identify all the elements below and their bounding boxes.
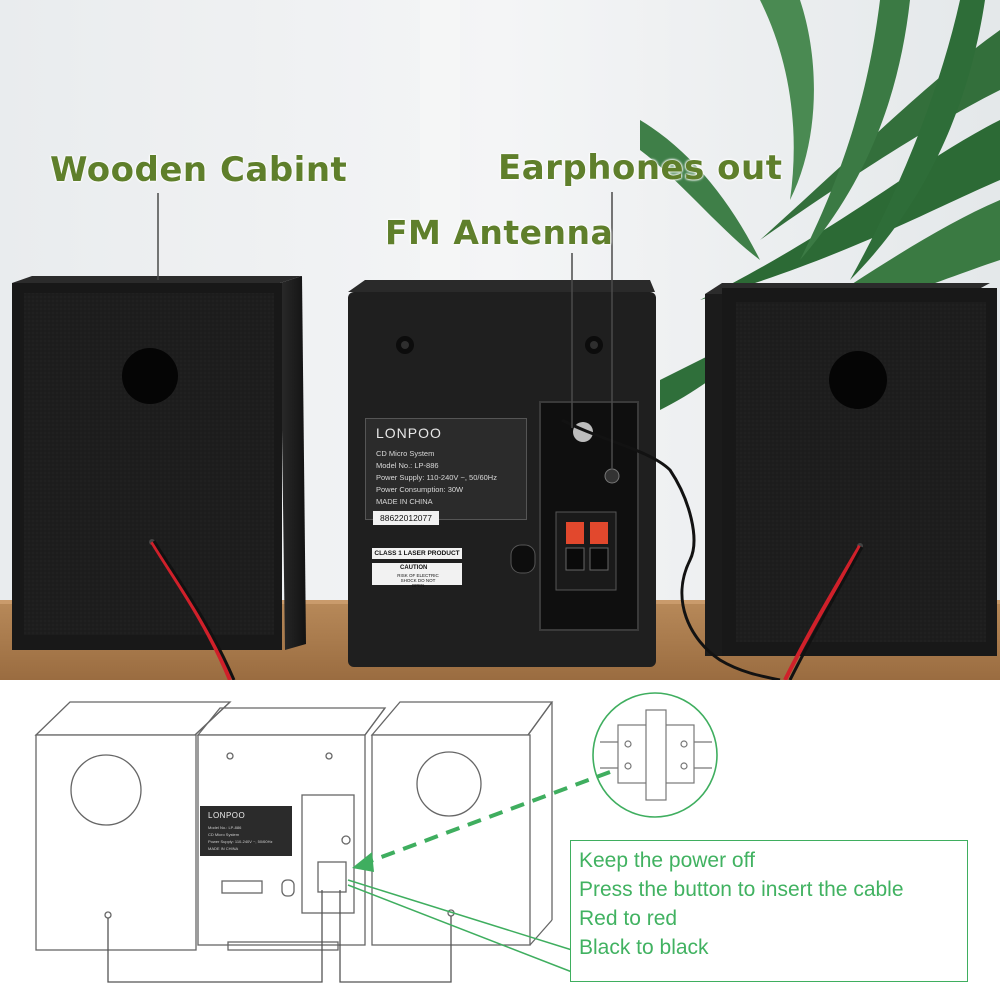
product-photo: LONPOO CD Micro System Model No.: LP-886… <box>0 0 1000 680</box>
power-socket <box>510 544 536 574</box>
spec-line: Model No.: LP-886 <box>376 461 439 470</box>
fm-antenna-wire <box>561 418 781 680</box>
bass-port <box>829 351 887 409</box>
instruction-line: Press the button to insert the cable <box>579 878 904 901</box>
wiring-diagram: LONPOO Model No.: LP-886 CD Micro System… <box>0 680 1000 998</box>
diagram-right-speaker <box>370 701 554 946</box>
caution-text: RISK OF ELECTRIC SHOCK DO NOT OPEN <box>397 573 439 588</box>
spec-line: MADE IN CHINA <box>376 497 433 506</box>
photo-scene <box>0 0 1000 680</box>
laser-notice: CLASS 1 LASER PRODUCT <box>372 548 462 559</box>
instruction-line: Red to red <box>579 907 678 930</box>
earphone-jack <box>604 468 620 484</box>
pointer-line <box>347 884 573 973</box>
instructions-box: Keep the power off Press the button to i… <box>570 840 968 982</box>
callout-fm-antenna: FM Antenna <box>385 213 614 252</box>
terminal-closeup <box>592 692 718 818</box>
rating-label: LONPOO CD Micro System Model No.: LP-886… <box>365 418 527 520</box>
spec-line: CD Micro System <box>376 449 435 458</box>
speaker-wire-red <box>783 544 862 680</box>
diagram-spec-line: Power Supply: 110-240V ~, 50/60Hz <box>208 839 273 844</box>
diagram-brand: LONPOO <box>208 811 246 820</box>
spec-line: Power Consumption: 30W <box>376 485 464 494</box>
pointer-line <box>347 879 573 951</box>
diagram-spec-line: MADE IN CHINA <box>208 846 239 851</box>
caution-title: CAUTION <box>400 565 428 571</box>
spec-line: Power Supply: 110-240V ~, 50/60Hz <box>376 473 497 482</box>
diagram-spec-line: Model No.: LP-886 <box>208 825 242 830</box>
diagram-rating-label: LONPOO Model No.: LP-886 CD Micro System… <box>200 806 292 856</box>
instruction-line: Keep the power off <box>579 849 755 872</box>
instruction-line: Black to black <box>579 936 709 959</box>
diagram-left-speaker <box>34 701 232 951</box>
bass-port <box>122 348 178 404</box>
caution-label: CAUTION RISK OF ELECTRIC SHOCK DO NOT OP… <box>372 563 462 588</box>
right-speaker <box>705 283 997 680</box>
brand-name: LONPOO <box>376 425 442 441</box>
callout-wooden-cabinet: Wooden Cabint <box>50 150 348 190</box>
left-speaker <box>12 276 306 680</box>
serial-number: 88622012077 <box>373 511 439 525</box>
diagram-spec-line: CD Micro System <box>208 832 240 837</box>
callout-earphones-out: Earphones out <box>498 148 783 188</box>
speaker-wire-red <box>150 540 232 680</box>
